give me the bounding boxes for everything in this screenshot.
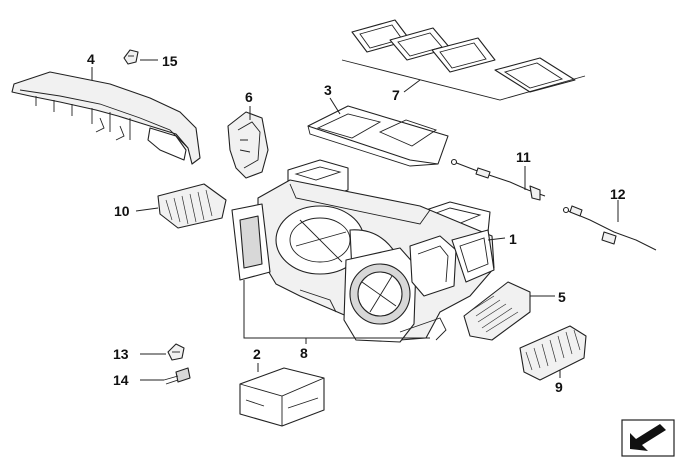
callout-15: 15 [162,53,178,69]
leader-lines [91,59,619,381]
part-9-ribbed-hose [519,325,587,381]
callout-12: 12 [610,186,626,202]
callout-3: 3 [324,82,332,98]
part-11-cable [450,158,546,201]
callout-5: 5 [558,289,566,305]
part-12-cable [562,205,657,251]
part-7-filter-frames [341,19,586,101]
part-14-screw [163,367,191,385]
part-15-clip [123,49,139,65]
callout-2: 2 [253,346,261,362]
callout-9: 9 [555,379,563,395]
callout-11: 11 [516,149,531,165]
part-10-grille [157,183,227,229]
callout-10: 10 [114,203,130,219]
part-13-clip [167,343,185,361]
callout-6: 6 [245,89,253,105]
callout-13: 13 [113,346,129,362]
part-1-heater-housing [231,159,495,343]
callout-8: 8 [300,345,308,361]
arrow-down-left-icon [621,419,675,457]
callout-4: 4 [87,51,95,67]
callout-labels: 4 15 6 3 7 11 12 10 1 5 8 2 13 14 9 [87,51,626,395]
callout-7: 7 [392,87,400,103]
part-4-air-duct [11,71,201,165]
part-6-bracket [227,111,269,179]
part-3-flap-frame [307,105,449,167]
callout-14: 14 [113,372,129,388]
callout-1: 1 [509,231,517,247]
part-2-foam-block [239,367,325,427]
part-5-filter-grille [463,281,531,341]
